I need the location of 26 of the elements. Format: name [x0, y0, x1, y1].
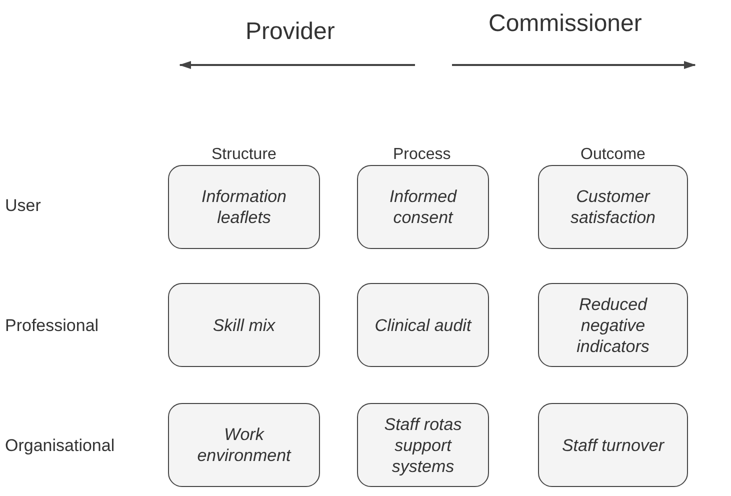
- box-text: Clinical audit: [374, 314, 473, 336]
- heading-label: Commissioner: [488, 10, 642, 38]
- rounded-box: [357, 283, 489, 367]
- row-label: Professional: [5, 316, 99, 336]
- row-label: User: [5, 196, 41, 216]
- rounded-box: [538, 403, 688, 487]
- box-text: Staff rotas support systems: [383, 414, 463, 476]
- rounded-box: [357, 165, 489, 249]
- box-text: Informed consent: [388, 186, 458, 228]
- rounded-box: [168, 403, 320, 487]
- box-text: Information leaflets: [200, 186, 288, 228]
- box-text: Skill mix: [212, 314, 276, 336]
- box-text: Customer satisfaction: [569, 186, 657, 228]
- row-label: Organisational: [5, 436, 115, 456]
- rounded-box: [538, 283, 688, 367]
- column-label: Structure: [212, 146, 276, 164]
- rounded-box: [168, 165, 320, 249]
- column-label: Outcome: [580, 146, 646, 164]
- rounded-box: [357, 403, 489, 487]
- box-text: Staff turnover: [560, 434, 666, 456]
- rounded-box: [168, 283, 320, 367]
- column-label: Process: [393, 146, 451, 164]
- box-text: Reduced negative indicators: [576, 294, 650, 356]
- rounded-box: [538, 165, 688, 249]
- box-text: Work environment: [196, 424, 292, 466]
- heading-label: Provider: [246, 18, 335, 46]
